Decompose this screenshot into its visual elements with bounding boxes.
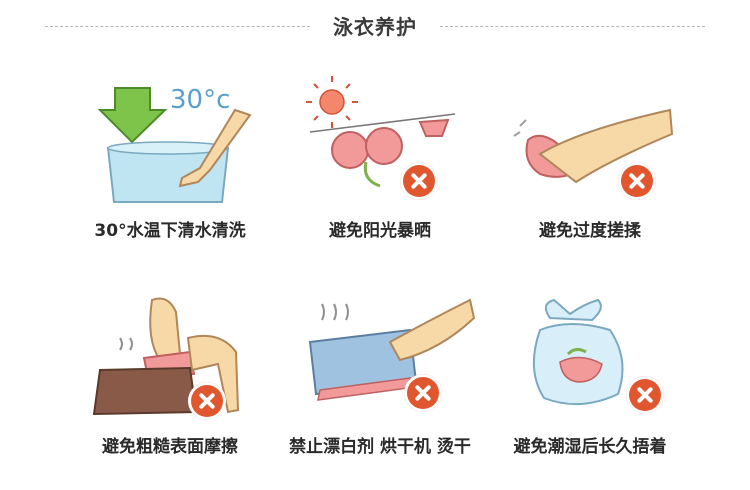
forbidden-icon — [618, 162, 656, 200]
forbidden-icon — [188, 382, 226, 420]
header-divider-left — [45, 26, 310, 27]
header-divider-right — [440, 26, 705, 27]
care-item-wet: 避免潮湿后长久捂着 — [480, 290, 700, 490]
care-caption: 避免过度搓揉 — [539, 221, 641, 241]
hand-rubbing-icon — [513, 108, 674, 184]
care-caption: 避免粗糙表面摩擦 — [102, 437, 238, 457]
section-title: 泳衣养护 — [333, 15, 417, 39]
rough-surface-icon — [92, 297, 240, 416]
care-caption: 30°水温下清水清洗 — [94, 221, 246, 241]
care-caption: 避免潮湿后长久捂着 — [513, 437, 667, 457]
forbidden-icon — [626, 376, 664, 414]
wet-bag-icon — [532, 298, 624, 406]
care-item-rub: 避免过度搓揉 — [480, 70, 700, 270]
care-item-sun: 避免阳光暴晒 — [270, 70, 490, 270]
care-caption: 禁止漂白剂 烘干机 烫干 — [289, 437, 471, 457]
section-header: 泳衣养护 — [0, 0, 750, 52]
wash-water-icon: 30°c — [97, 85, 252, 203]
care-caption: 避免阳光暴晒 — [329, 221, 431, 241]
forbidden-icon — [400, 162, 438, 200]
temperature-label: 30°c — [170, 85, 230, 115]
care-item-wash: 30°c 30°水温下清水清洗 — [60, 70, 280, 270]
care-item-iron: 禁止漂白剂 烘干机 烫干 — [270, 290, 490, 490]
sun-drying-icon — [306, 76, 456, 188]
care-item-rough: 避免粗糙表面摩擦 — [60, 290, 280, 490]
forbidden-icon — [404, 374, 442, 412]
ironing-icon — [308, 298, 476, 401]
